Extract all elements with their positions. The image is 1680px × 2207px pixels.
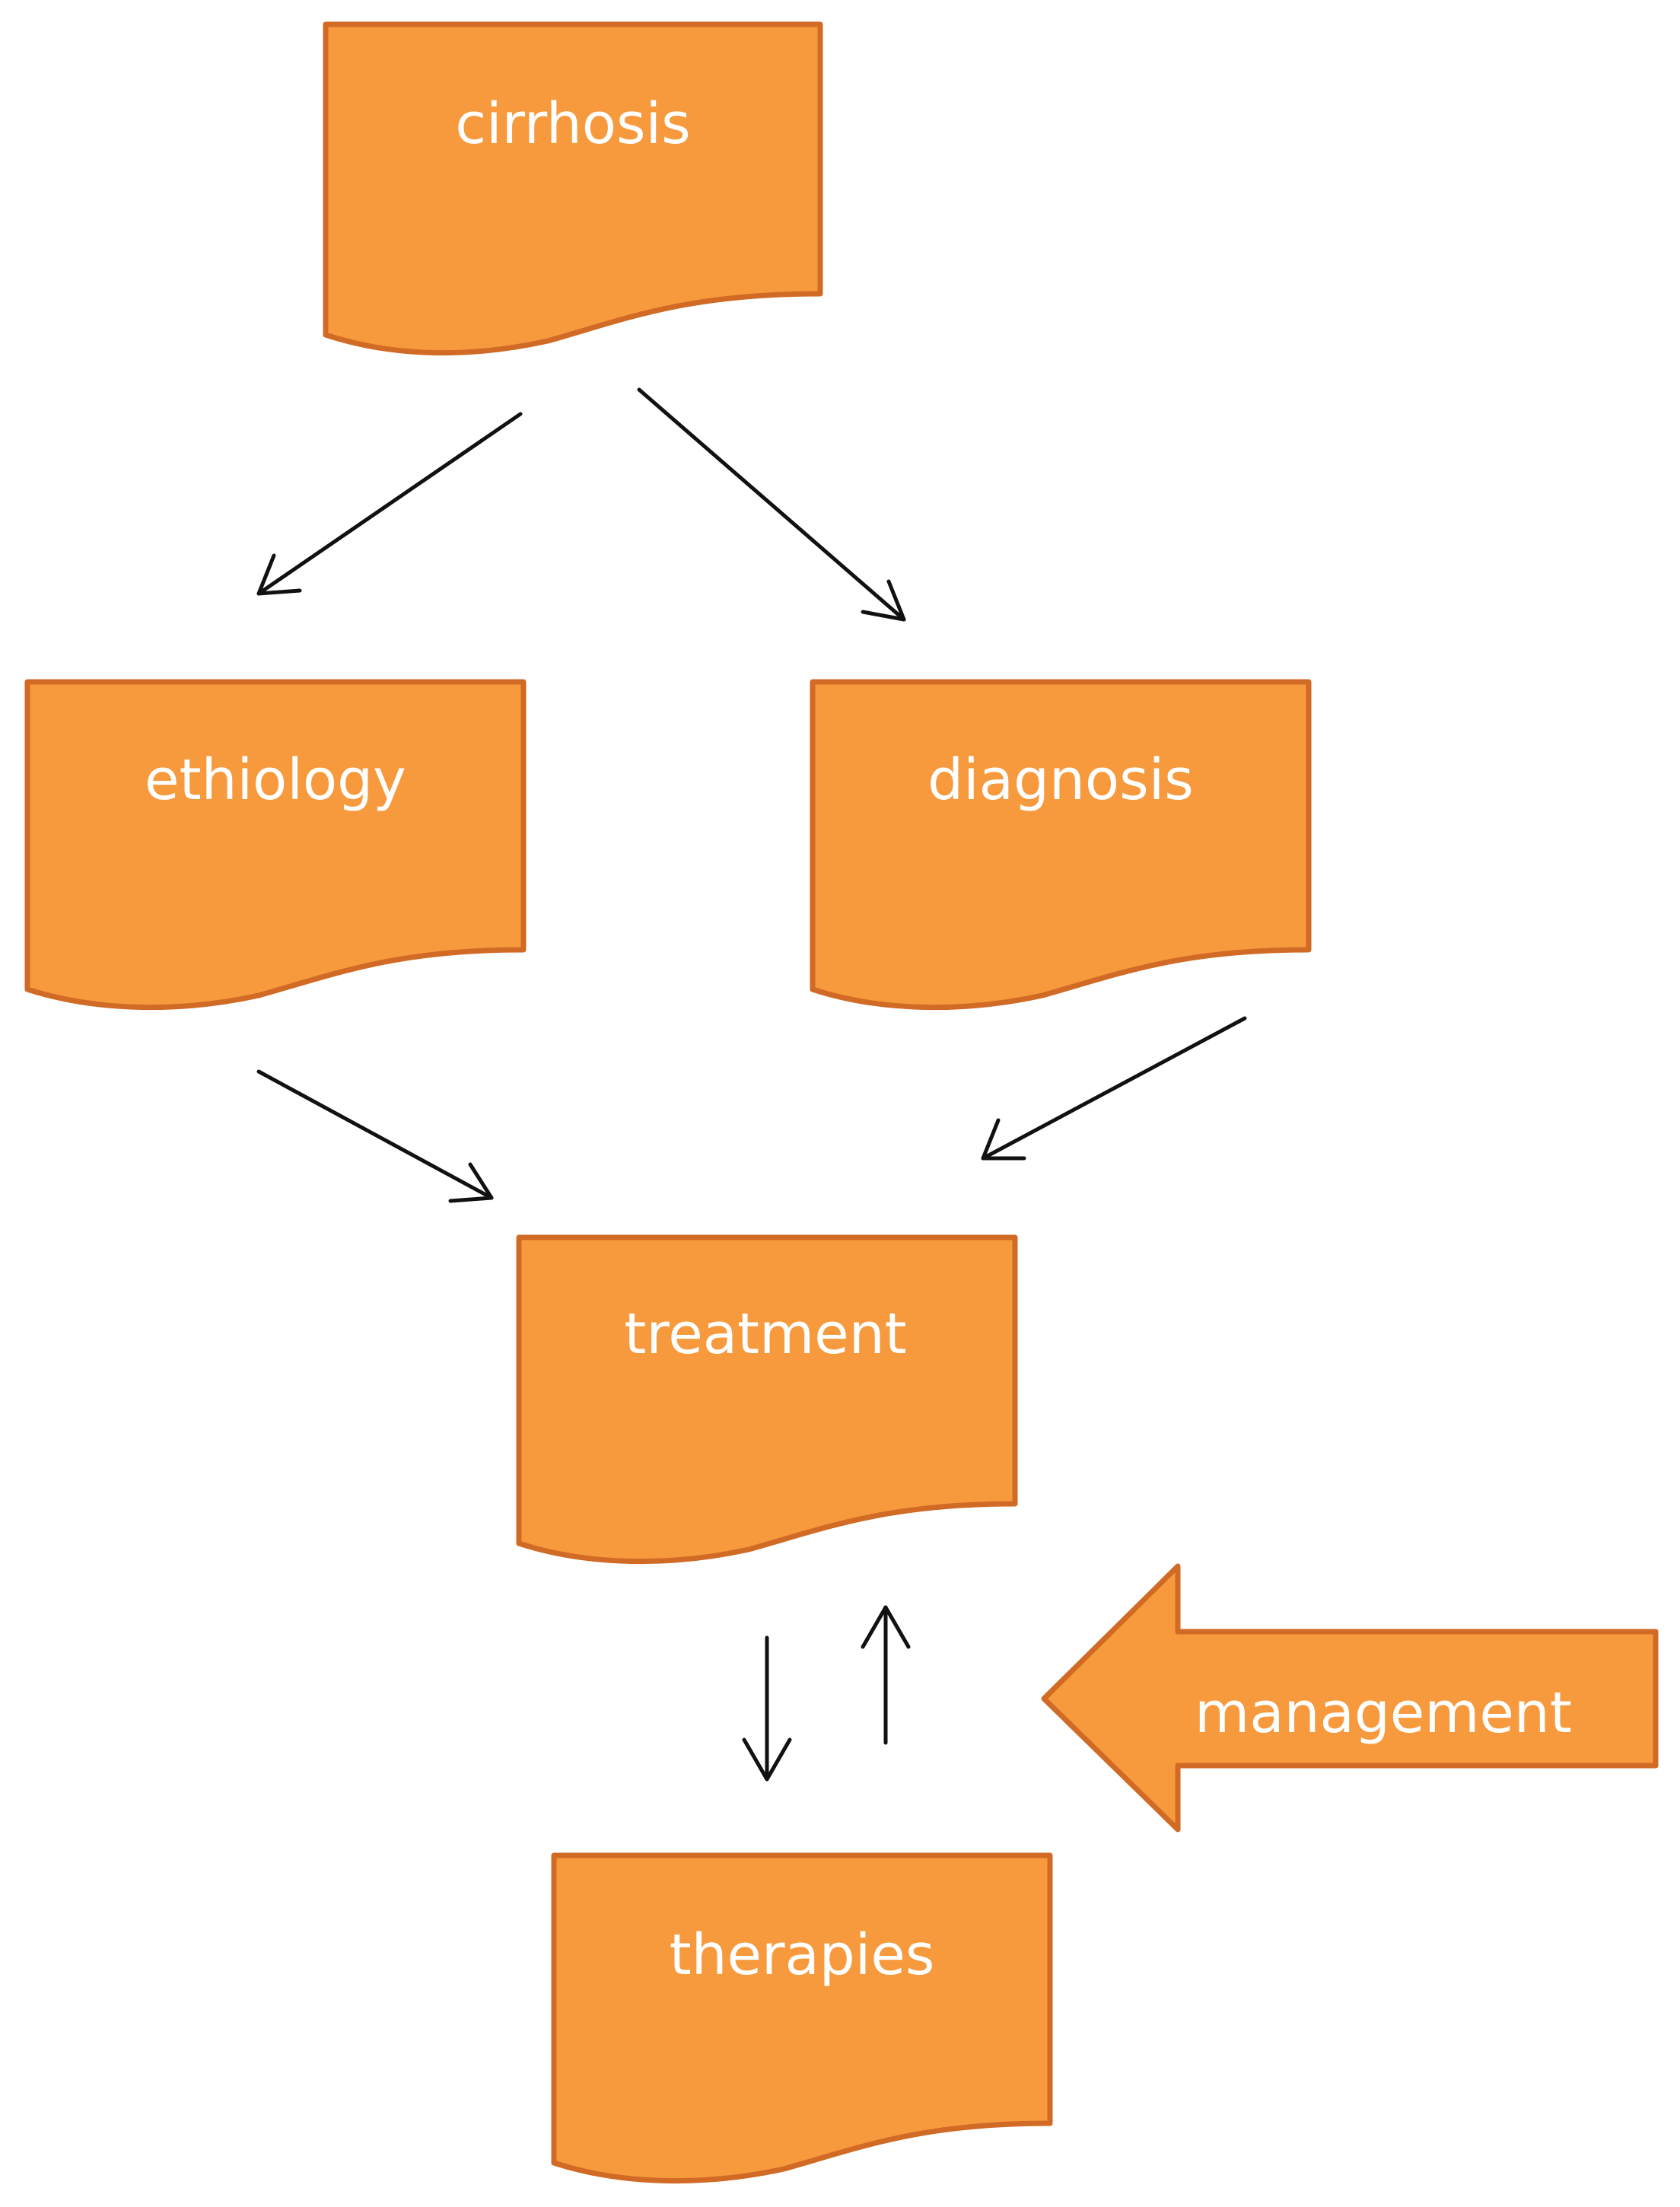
- node-diagnosis-shape: [810, 679, 1312, 1011]
- connectors: [256, 387, 1247, 1782]
- node-therapies-label: therapies: [670, 1922, 935, 1988]
- node-therapies-shape: [551, 1852, 1053, 2184]
- management-arrow: management: [1041, 1563, 1659, 1833]
- node-treatment-label: treatment: [624, 1301, 906, 1367]
- node-treatment: treatment: [516, 1234, 1018, 1565]
- node-ethiology: ethiology: [24, 679, 527, 1011]
- arrow-treatment-therapies: [742, 1635, 792, 1782]
- node-cirrhosis-label: cirrhosis: [455, 91, 690, 157]
- node-ethiology-shape: [24, 679, 527, 1011]
- node-diagnosis-label: diagnosis: [928, 747, 1194, 813]
- node-treatment-shape: [516, 1234, 1018, 1565]
- arrow-diagnosis-treatment: [981, 1016, 1247, 1161]
- node-ethiology-label: ethiology: [145, 747, 406, 813]
- arrow-cirrhosis-diagnosis: [637, 387, 906, 622]
- node-diagnosis: diagnosis: [810, 679, 1312, 1011]
- management-arrow-shape: [1041, 1563, 1659, 1833]
- management-label: management: [1195, 1680, 1572, 1746]
- arrow-cirrhosis-ethiology: [256, 412, 523, 596]
- node-cirrhosis-shape: [323, 21, 823, 356]
- arrow-ethiology-treatment: [256, 1069, 494, 1203]
- node-therapies: therapies: [551, 1852, 1053, 2184]
- node-cirrhosis: cirrhosis: [323, 21, 823, 356]
- arrow-therapies-treatment: [861, 1605, 911, 1745]
